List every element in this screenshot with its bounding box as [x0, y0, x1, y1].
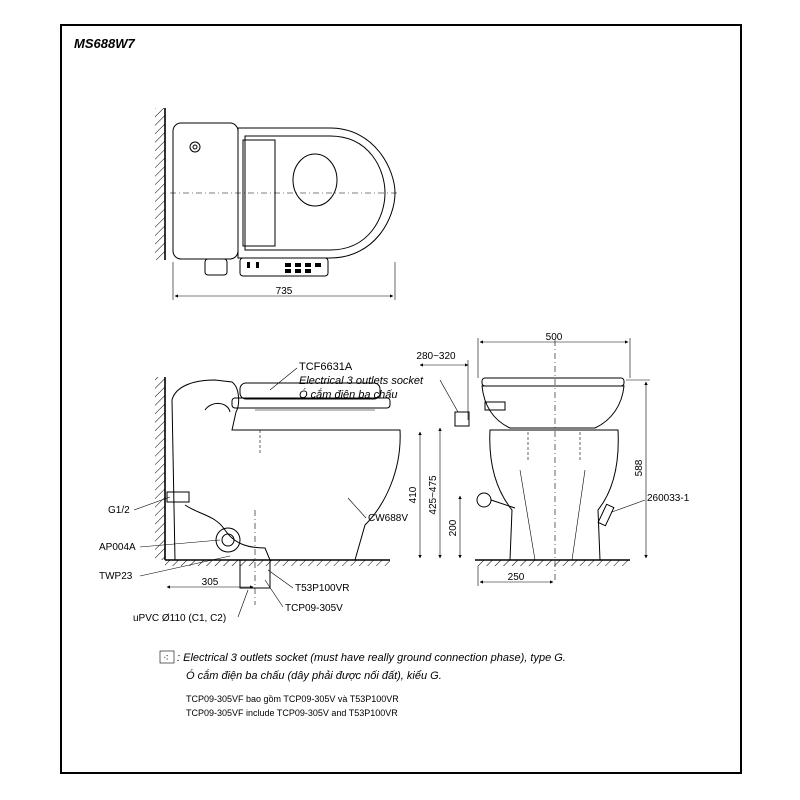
- notes: ⁖ : Electrical 3 outlets socket (must ha…: [159, 650, 566, 718]
- dim-inlet-height: 200: [448, 519, 459, 536]
- label-socket-vn: Ó cắm điện ba chấu: [299, 388, 397, 401]
- socket-symbol: ⁖: [163, 653, 169, 664]
- dim-outlet-height: 425~475: [428, 475, 439, 515]
- front-view: 500 588 250 260033-1: [475, 332, 690, 586]
- label-hose: 260033-1: [647, 493, 690, 504]
- label-inlet: G1/2: [108, 505, 130, 516]
- dim-width-top: 735: [276, 286, 293, 297]
- side-view: 280~320 410 425~475 200 305 TCF6631A Ele…: [99, 351, 470, 624]
- label-socket-en: Electrical 3 outlets socket: [299, 375, 424, 387]
- dim-front-width: 500: [546, 332, 563, 343]
- note-line-2: Ó cắm điện ba chấu (dây phải được nối đấ…: [186, 669, 442, 682]
- dim-front-base: 250: [508, 572, 525, 583]
- note-line-1: : Electrical 3 outlets socket (must have…: [177, 652, 566, 664]
- label-trap: TWP23: [99, 571, 133, 582]
- dim-height: 410: [408, 486, 419, 503]
- label-adapter: TCP09-305V: [285, 603, 343, 614]
- dim-front-height: 588: [634, 459, 645, 476]
- drawing-frame: [60, 24, 742, 774]
- label-seat: TCF6631A: [299, 361, 353, 373]
- top-view: 735: [155, 108, 400, 300]
- label-flange: T53P100VR: [295, 583, 349, 594]
- dim-offset: 280~320: [416, 351, 456, 362]
- label-pipe: uPVC Ø110 (C1, C2): [133, 613, 226, 624]
- label-body: CW688V: [368, 513, 408, 524]
- model-title: MS688W7: [74, 36, 135, 51]
- dim-rough-in: 305: [202, 577, 219, 588]
- note-line-3: TCP09-305VF bao gồm TCP09-305V và T53P10…: [186, 694, 399, 704]
- label-valve: AP004A: [99, 542, 136, 553]
- note-line-4: TCP09-305VF include TCP09-305V and T53P1…: [186, 708, 398, 718]
